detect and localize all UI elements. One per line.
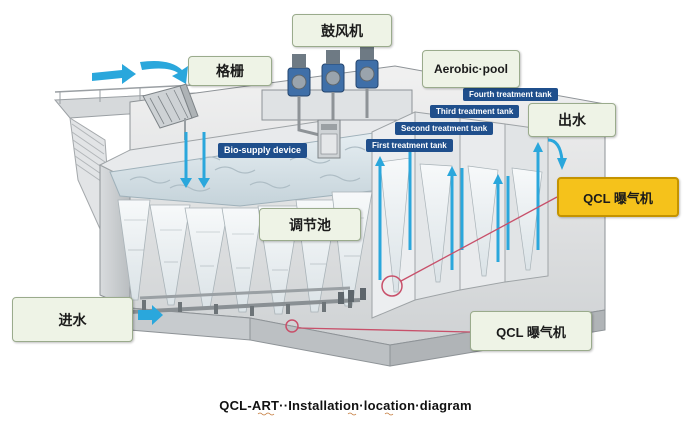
tag-bio-supply-device: Bio-supply device [218,143,308,158]
aerobic-chambers [371,111,549,319]
bio-arrow-a [180,178,192,188]
water-ripples [129,146,366,192]
label-blower: 鼓风机 [292,14,392,47]
screen-structure [142,83,199,140]
label-qcl-aerator-highlight: QCL 曝气机 [557,177,679,217]
diagram-caption: QCL-ART··Installation·location·diagram [219,398,472,413]
label-aerobic-pool: Aerobic·pool [422,50,520,88]
aerobic-arrowheads [375,142,567,184]
bio-supply-pipes [184,132,206,178]
label-screen: 格栅 [188,56,272,86]
pumps [338,288,366,304]
label-outlet: 出水 [528,103,616,137]
callout-top [381,196,558,297]
inflow-arrows [92,61,188,84]
bio-supply-device [317,119,341,159]
callout-bottom [285,319,471,333]
aeration-pipe [129,286,361,316]
tag-first-treatment-tank: First treatment tank [366,139,453,152]
label-qcl-aerator: QCL 曝气机 [470,311,592,351]
label-inlet: 进水 [12,297,133,342]
label-regulating-tank: 调节池 [259,208,361,241]
blower-machines [261,46,413,142]
inlet-arrow [138,305,163,325]
caption-underline [257,412,394,416]
tag-second-treatment-tank: Second treatment tank [395,122,494,135]
bio-arrow-b [198,178,210,188]
tag-fourth-treatment-tank: Fourth treatment tank [463,88,558,101]
tag-third-treatment-tank: Third treatment tank [430,105,520,118]
